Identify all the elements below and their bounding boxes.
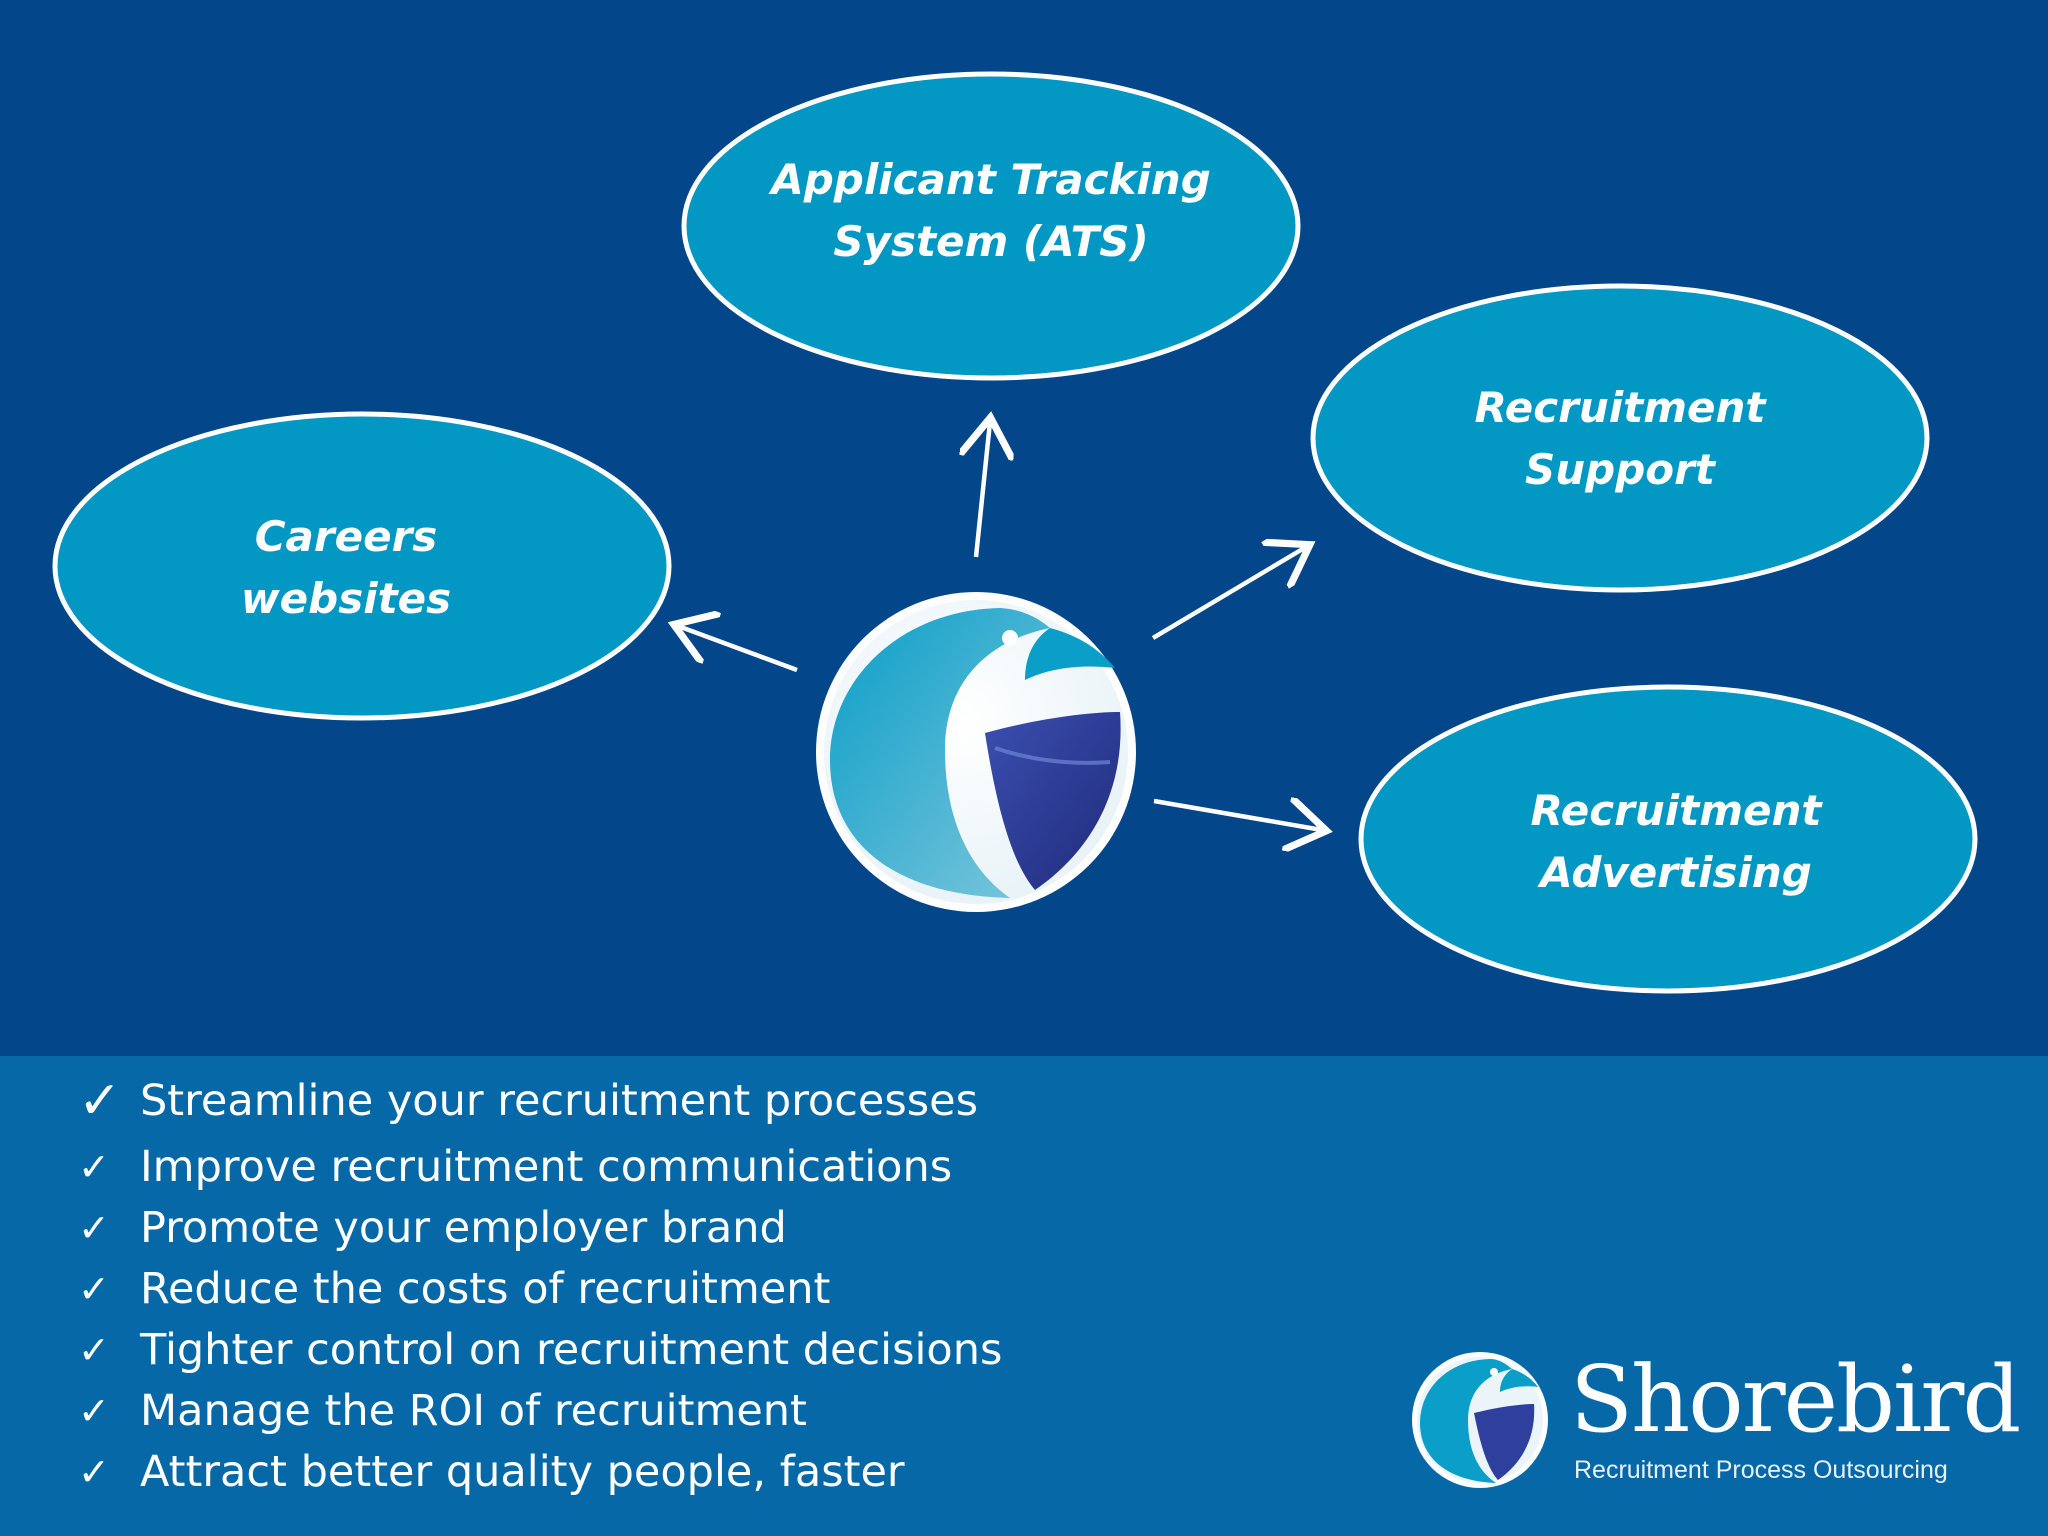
node-advertising-line1: Recruitment <box>1530 786 1822 835</box>
shorebird-logo-icon <box>816 592 1136 912</box>
brand-logo: Shorebird Recruitment Process Outsourcin… <box>1410 1345 2021 1495</box>
brand-tagline: Recruitment Process Outsourcing <box>1574 1456 1948 1484</box>
hub-diagram <box>52 71 1978 994</box>
node-support-line2: Support <box>1525 445 1715 494</box>
node-careers-line2: websites <box>240 574 452 623</box>
benefit-text: Reduce the costs of recruitment <box>140 1263 831 1314</box>
check-icon: ✓ <box>78 1449 110 1494</box>
list-item: ✓ Attract better quality people, faster <box>78 1441 1002 1502</box>
node-advertising-line2: Advertising <box>1540 848 1812 897</box>
node-careers-shape <box>52 411 672 721</box>
node-ats-label: Applicant Tracking System (ATS) <box>691 146 1291 276</box>
node-support-line1: Recruitment <box>1474 383 1766 432</box>
node-support-shape <box>1310 283 1930 593</box>
shorebird-small-logo-icon <box>1412 1352 1548 1488</box>
check-icon: ✓ <box>78 1266 110 1311</box>
arrow-to-support <box>1151 547 1306 640</box>
check-icon: ✓ <box>78 1388 110 1433</box>
list-item: ✓ Reduce the costs of recruitment <box>78 1258 1002 1319</box>
benefits-list: ✓ Streamline your recruitment processes ✓… <box>78 1066 1002 1502</box>
arrow-to-careers <box>678 626 798 673</box>
check-icon: ✓ <box>78 1071 122 1131</box>
benefit-text: Manage the ROI of recruitment <box>140 1385 807 1436</box>
node-ats-shape <box>681 71 1301 381</box>
node-ats-line2: System (ATS) <box>833 217 1149 266</box>
brand-name: Shorebird <box>1570 1346 2021 1453</box>
node-careers-label: Careers websites <box>46 503 646 633</box>
arrow-to-ats <box>976 422 990 558</box>
benefit-text: Streamline your recruitment processes <box>140 1076 978 1126</box>
benefit-text: Improve recruitment communications <box>140 1141 953 1192</box>
benefit-text: Promote your employer brand <box>140 1202 787 1253</box>
arrow-to-advertising <box>1153 801 1322 830</box>
benefits-panel <box>0 1056 2048 1536</box>
benefit-text: Tighter control on recruitment decisions <box>140 1324 1003 1375</box>
check-icon: ✓ <box>78 1205 110 1250</box>
benefit-text: Attract better quality people, faster <box>140 1446 905 1497</box>
node-ats-line1: Applicant Tracking <box>771 155 1211 204</box>
node-advertising-label: Recruitment Advertising <box>1376 777 1976 907</box>
list-item: ✓ Promote your employer brand <box>78 1197 1002 1258</box>
node-advertising-shape <box>1358 684 1978 994</box>
list-item: ✓ Improve recruitment communications <box>78 1136 1002 1197</box>
list-item: ✓ Streamline your recruitment processes <box>78 1066 1002 1136</box>
list-item: ✓ Tighter control on recruitment decision… <box>78 1319 1002 1380</box>
check-icon: ✓ <box>78 1327 110 1372</box>
check-icon: ✓ <box>78 1144 110 1189</box>
node-support-label: Recruitment Support <box>1320 374 1920 504</box>
node-careers-line1: Careers <box>254 512 438 561</box>
list-item: ✓ Manage the ROI of recruitment <box>78 1380 1002 1441</box>
